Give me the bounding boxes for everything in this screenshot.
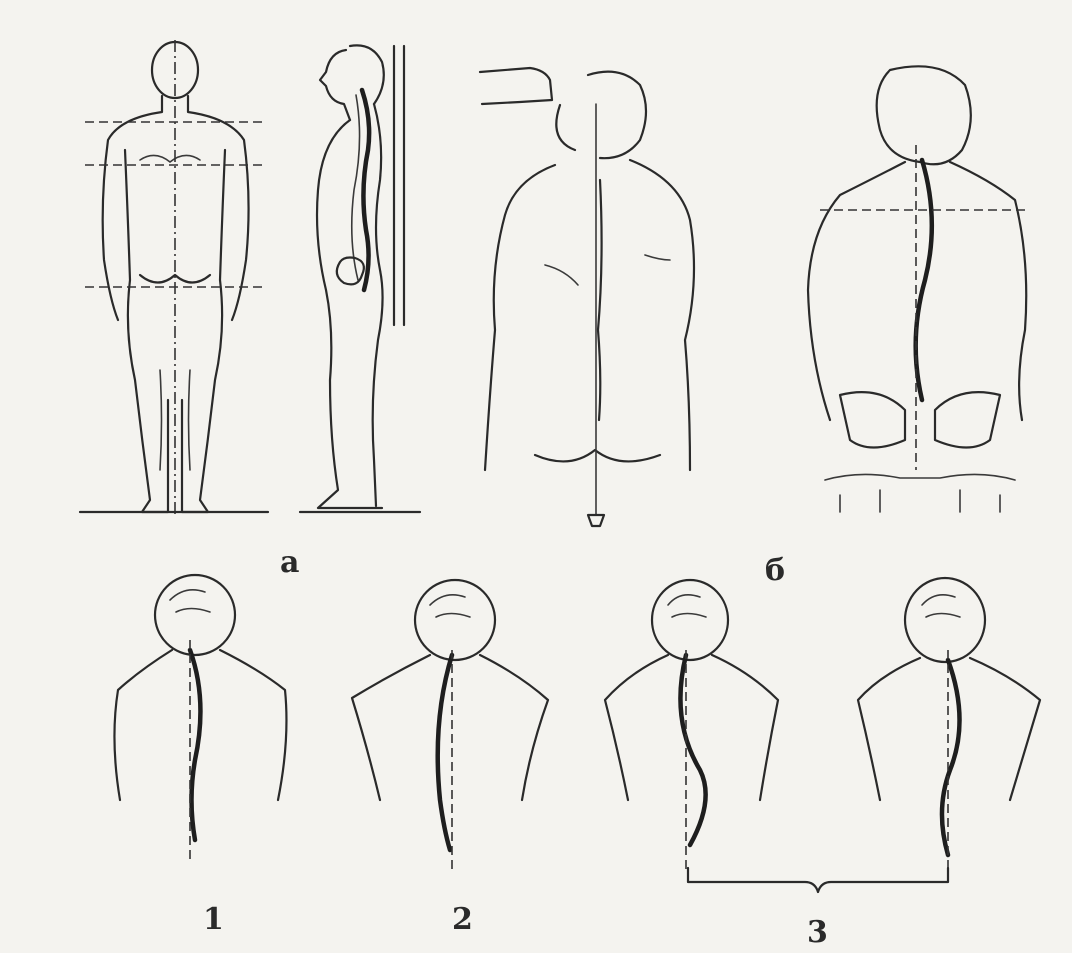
figure-2-back-curve bbox=[352, 580, 548, 870]
figure-b-pelvis-view bbox=[808, 66, 1030, 512]
label-3: 3 bbox=[807, 918, 828, 948]
figure-3-brace bbox=[688, 868, 948, 892]
figure-1-normal-back bbox=[114, 575, 286, 860]
figure-a-back-view bbox=[85, 40, 262, 514]
label-b: б bbox=[765, 556, 785, 586]
label-2: 2 bbox=[452, 905, 473, 935]
label-1: 1 bbox=[203, 905, 224, 935]
label-a: а bbox=[280, 548, 299, 578]
figure-b-plumb-test bbox=[480, 68, 694, 526]
figure-3-scoliosis-right bbox=[858, 578, 1040, 870]
figure-3-scoliosis-left bbox=[605, 580, 778, 870]
